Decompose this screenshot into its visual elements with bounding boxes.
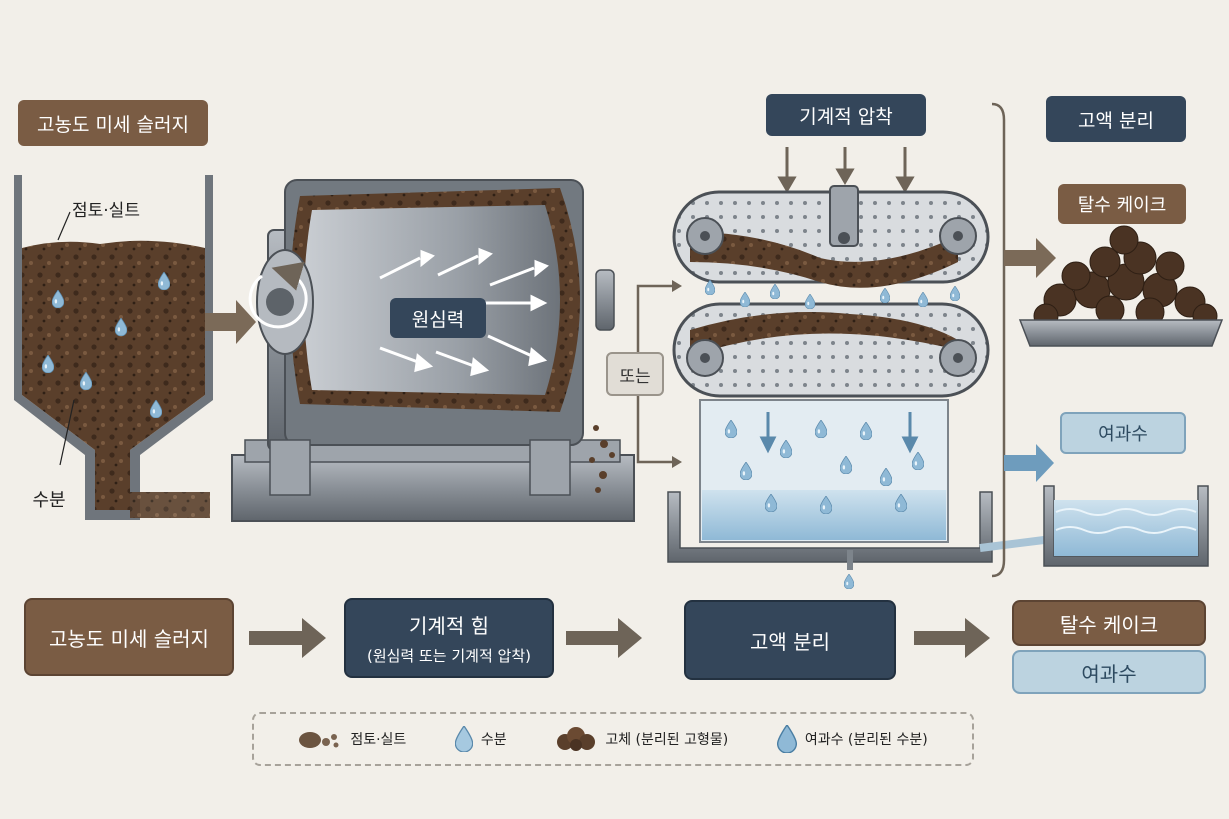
sludge-tank-title: 고농도 미세 슬러지 <box>18 100 208 146</box>
flow-step-sludge: 고농도 미세 슬러지 <box>24 598 234 676</box>
centrifugal-force-label: 원심력 <box>390 298 486 338</box>
legend-item-clay-silt: 점토·실트 <box>298 728 406 750</box>
centrifuge <box>231 179 635 522</box>
flow-out-filtrate: 여과수 <box>1012 650 1206 694</box>
legend-label-moisture: 수분 <box>480 732 507 748</box>
flow-arrows <box>249 618 990 658</box>
clay-particles-icon <box>299 732 339 748</box>
clay-silt-label: 점토·실트 <box>72 200 140 221</box>
water-drop-icon <box>454 726 473 752</box>
filtrate-arrow <box>1004 444 1054 482</box>
filtrate-drop-icon <box>776 725 797 753</box>
belt-press <box>667 147 1045 589</box>
clay-silt-leader <box>57 211 71 241</box>
output-brace <box>991 102 1006 578</box>
flow-out-filtrate-text: 여과수 <box>1081 661 1137 686</box>
flow-out-cake: 탈수 케이크 <box>1012 600 1206 646</box>
feed-arrow <box>205 300 256 344</box>
solid-liquid-separation-label: 고액 분리 <box>1046 96 1186 142</box>
moisture-leader <box>59 399 75 466</box>
solid-lump-icon <box>557 727 596 751</box>
legend-item-filtrate: 여과수 (분리된 수분) <box>776 725 928 753</box>
moisture-label: 수분 <box>32 490 66 511</box>
filtrate-tank <box>1043 485 1209 567</box>
legend-item-moisture: 수분 <box>454 726 507 752</box>
sludge-tank <box>14 175 213 520</box>
legend-label-clay-silt: 점토·실트 <box>350 732 407 748</box>
dewatered-cake-label: 탈수 케이크 <box>1058 184 1186 224</box>
filtrate-label: 여과수 <box>1060 412 1186 454</box>
dewatered-cake-tray <box>1018 225 1224 347</box>
flow-step-separation-text: 고액 분리 <box>750 629 830 654</box>
flow-step-separation: 고액 분리 <box>684 600 896 680</box>
legend-label-filtrate: 여과수 (분리된 수분) <box>804 732 928 748</box>
or-label: 또는 <box>606 352 664 396</box>
flow-step-mechanical-force-sub: (원심력 또는 기계적 압착) <box>366 647 531 665</box>
flow-out-cake-text: 탈수 케이크 <box>1059 612 1159 637</box>
flow-step-mechanical-force: 기계적 힘 (원심력 또는 기계적 압착) <box>344 598 554 678</box>
legend-item-solid: 고체 (분리된 고형물) <box>555 726 728 752</box>
legend: 점토·실트 수분 고체 (분리된 고형물) 여과수 (분리된 수분) <box>252 712 974 766</box>
cake-arrow <box>1004 238 1056 278</box>
mechanical-press-label: 기계적 압착 <box>766 94 926 136</box>
flow-step-mechanical-force-title: 기계적 힘 <box>409 614 489 638</box>
legend-label-solid: 고체 (분리된 고형물) <box>605 732 729 748</box>
flow-step-sludge-text: 고농도 미세 슬러지 <box>49 626 209 651</box>
